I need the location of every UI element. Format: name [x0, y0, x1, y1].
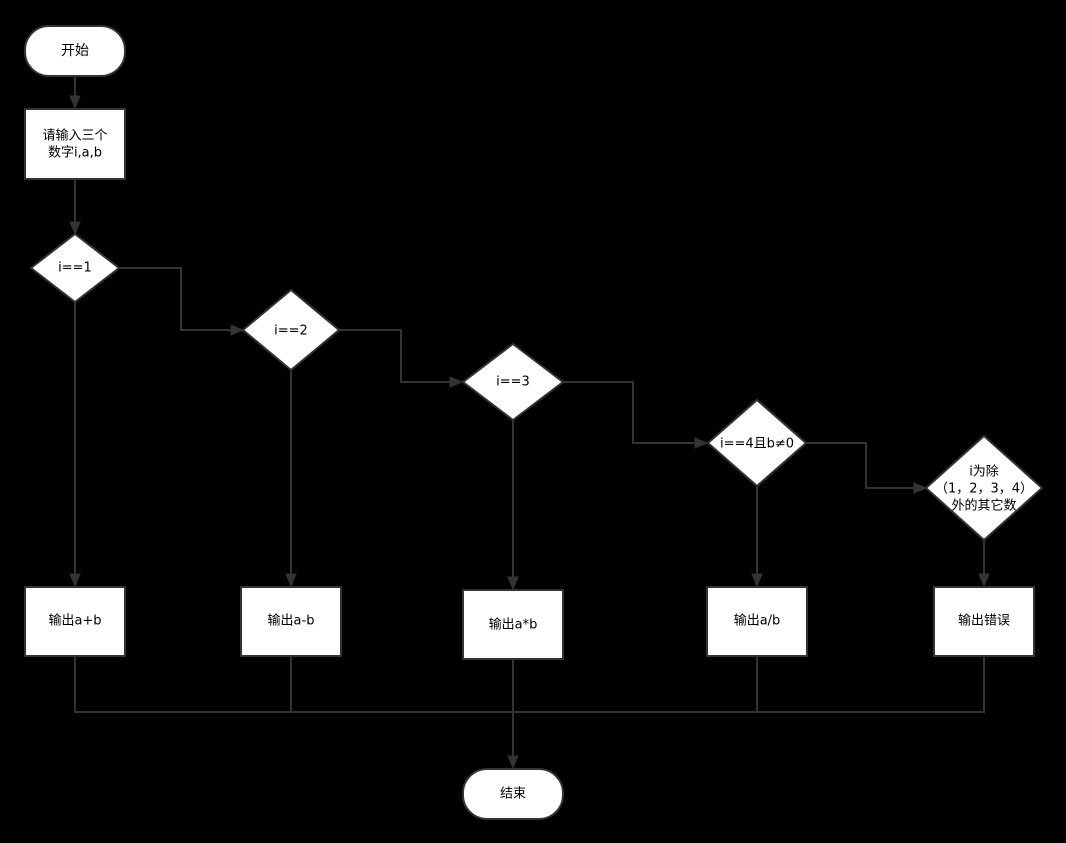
edge-cond1-cond2 [119, 267, 235, 331]
arrowhead [978, 573, 990, 588]
output-5-label: 输出错误 [958, 613, 1010, 629]
merge-line [74, 656, 985, 760]
edge-cond2-cond3 [339, 329, 454, 383]
decision-3-label: i==3 [496, 375, 530, 390]
decision-1: i==1 [29, 232, 121, 304]
output-3-label: 输出a*b [489, 617, 538, 633]
arrowhead [230, 324, 245, 336]
decision-5-label-line3: 外的其它数 [951, 498, 1016, 514]
decision-1-label: i==1 [58, 261, 92, 276]
input-node: 请输入三个 数字i,a,b [24, 108, 126, 180]
decision-2-label: i==2 [274, 324, 308, 339]
start-node: 开始 [24, 25, 126, 77]
output-3: 输出a*b [462, 589, 564, 660]
decision-2: i==2 [241, 288, 341, 372]
output-4-label: 输出a/b [734, 613, 781, 629]
decision-5-label-line1: i为除 [969, 465, 999, 480]
decision-3: i==3 [461, 342, 565, 422]
start-label: 开始 [61, 43, 89, 59]
output-1-label: 输出a+b [48, 613, 101, 629]
input-label-line2: 数字i,a,b [48, 146, 102, 161]
output-4: 输出a/b [706, 586, 808, 657]
arrowhead [694, 437, 709, 449]
edge-cond3-cond4 [563, 381, 699, 444]
output-2-label: 输出a-b [268, 613, 315, 629]
decision-5: i为除 （1，2，3，4） 外的其它数 [924, 434, 1044, 542]
arrowhead [69, 95, 81, 110]
decision-4: i==4且b≠0 [706, 398, 808, 488]
end-label: 结束 [500, 787, 526, 802]
arrowhead [285, 573, 297, 588]
output-2: 输出a-b [240, 586, 342, 657]
arrowhead [507, 576, 519, 591]
arrowhead [913, 482, 928, 494]
arrowhead [751, 573, 763, 588]
connectors [69, 76, 990, 770]
arrowhead [69, 221, 81, 236]
arrowhead [69, 573, 81, 588]
end-node: 结束 [462, 768, 564, 820]
output-5: 输出错误 [933, 586, 1035, 657]
decision-5-label-line2: （1，2，3，4） [935, 482, 1033, 497]
arrowhead [449, 376, 464, 388]
output-1: 输出a+b [24, 586, 126, 657]
input-label-line1: 请输入三个 [42, 128, 107, 144]
edge-cond4-cond5 [806, 442, 918, 489]
decision-4-label: i==4且b≠0 [720, 437, 794, 452]
arrowhead [507, 755, 519, 770]
